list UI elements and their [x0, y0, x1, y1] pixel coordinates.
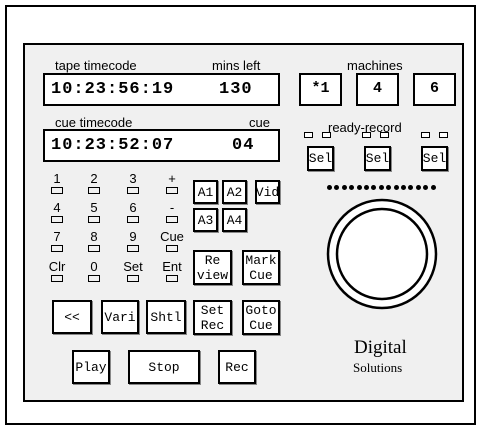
keypad-key-label: Cue [160, 229, 184, 244]
record-led [380, 132, 389, 138]
shuttle-button[interactable]: Shtl [146, 300, 186, 334]
keypad-key-label: 9 [129, 229, 137, 244]
record-led [439, 132, 448, 138]
set-rec-label-line2: Rec [200, 317, 225, 333]
keypad-key-button[interactable] [51, 245, 63, 252]
jog-indicator-dot [401, 185, 406, 190]
keypad-key-label: - [169, 200, 175, 215]
keypad-key-label: Ent [162, 259, 182, 274]
jog-indicator-dot [341, 185, 347, 190]
stop-button[interactable]: Stop [128, 350, 200, 384]
machine-6-button[interactable]: 6 [413, 73, 456, 106]
jog-indicator-dot [415, 185, 421, 190]
keypad-key-button[interactable] [166, 187, 178, 194]
jog-indicator-dot [371, 185, 377, 190]
keypad-key-label: + [168, 171, 176, 186]
brand-tagline: Solutions [353, 360, 403, 375]
cue-timecode-value: 10:23:52:07 [51, 136, 175, 155]
audio-2-button[interactable]: A2 [222, 180, 247, 204]
jog-indicator-dot [349, 185, 355, 190]
play-button[interactable]: Play [72, 350, 110, 384]
keypad-key-label: 7 [53, 229, 61, 244]
ready-led [304, 132, 313, 138]
keypad-key-label: 1 [53, 171, 61, 186]
audio-1-button[interactable]: A1 [193, 180, 218, 204]
keypad-key-label: 3 [129, 171, 137, 186]
set-rec-label-line1: Set [200, 302, 225, 318]
jog-indicator-dot [430, 185, 436, 190]
jog-indicator-dot [378, 185, 384, 190]
keypad-key-button[interactable] [127, 245, 139, 252]
keypad-key-button[interactable] [127, 187, 139, 194]
cue-label: cue [249, 115, 270, 130]
tape-timecode-display: 10:23:56:19 130 [43, 73, 280, 106]
rewind-button[interactable]: << [52, 300, 92, 334]
select-machine-4-button[interactable]: Sel [364, 146, 391, 171]
keypad-key-label: 4 [53, 200, 61, 215]
keypad-key-button[interactable] [166, 216, 178, 223]
keypad-key-button[interactable] [166, 245, 178, 252]
keypad-key-label: 0 [90, 259, 98, 274]
cue-timecode-label: cue timecode [55, 115, 133, 130]
jog-indicator-dot [393, 185, 399, 190]
keypad-key-button[interactable] [88, 275, 100, 282]
tape-timecode-label: tape timecode [55, 58, 137, 73]
jog-indicator-dot [364, 185, 369, 190]
machine-4-button[interactable]: 4 [356, 73, 399, 106]
ready-record-label: ready-record [328, 120, 402, 135]
jog-wheel[interactable] [325, 197, 439, 311]
jog-indicator-dot [356, 185, 362, 190]
select-machine-1-button[interactable]: Sel [307, 146, 334, 171]
brand-name: Digital [354, 337, 407, 358]
jog-indicator-dot [423, 185, 429, 190]
record-button[interactable]: Rec [218, 350, 256, 384]
select-machine-6-button[interactable]: Sel [421, 146, 448, 171]
ready-led [421, 132, 430, 138]
review-label-line2: view [196, 267, 229, 283]
jog-wheel-inner-ring [335, 207, 429, 301]
record-led [322, 132, 331, 138]
goto-cue-label-line2: Cue [249, 317, 273, 333]
jog-indicator-dot [408, 185, 414, 190]
machine-1-button[interactable]: *1 [299, 73, 342, 106]
keypad-key-button[interactable] [51, 216, 63, 223]
keypad-key-button[interactable] [127, 275, 139, 282]
audio-3-button[interactable]: A3 [193, 208, 218, 232]
machines-label: machines [347, 58, 403, 73]
keypad-key-label: Set [123, 259, 143, 274]
keypad-key-button[interactable] [166, 275, 178, 282]
outer-frame [5, 5, 476, 425]
video-button[interactable]: Vid [255, 180, 280, 204]
keypad-key-button[interactable] [88, 216, 100, 223]
keypad-key-label: 8 [90, 229, 98, 244]
keypad-key-button[interactable] [88, 245, 100, 252]
jog-indicator-dot [334, 185, 340, 190]
mins-left-value: 130 [219, 80, 253, 99]
vari-button[interactable]: Vari [101, 300, 139, 334]
review-label-line1: Re [204, 252, 221, 268]
goto-cue-label-line1: Goto [245, 302, 277, 318]
keypad-key-label: 5 [90, 200, 98, 215]
keypad-key-button[interactable] [88, 187, 100, 194]
audio-4-button[interactable]: A4 [222, 208, 247, 232]
keypad-key-button[interactable] [51, 187, 63, 194]
keypad-key-label: 2 [90, 171, 98, 186]
keypad-key-button[interactable] [51, 275, 63, 282]
cue-timecode-display: 10:23:52:07 04 [43, 129, 280, 162]
tape-timecode-value: 10:23:56:19 [51, 80, 175, 99]
cue-number-value: 04 [232, 136, 255, 155]
mark-cue-label-line1: Mark [245, 252, 277, 268]
keypad-key-label: 6 [129, 200, 137, 215]
mark-cue-label-line2: Cue [249, 267, 273, 283]
ready-led [362, 132, 371, 138]
mins-left-label: mins left [212, 58, 261, 73]
keypad-key-button[interactable] [127, 216, 139, 223]
keypad-key-label: Clr [48, 259, 66, 274]
jog-indicator-dot [327, 185, 332, 190]
jog-indicator-dot [386, 185, 392, 190]
